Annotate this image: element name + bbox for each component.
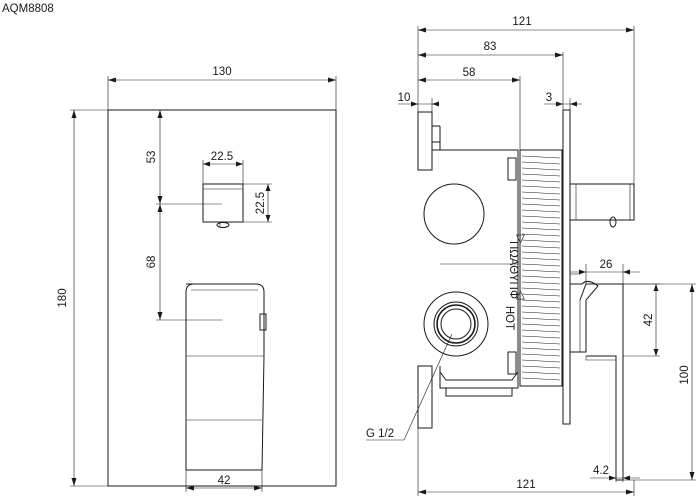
thread-line [521, 317, 561, 321]
dim-lever-projection-label: 26 [600, 259, 613, 271]
dim-lever-projection: 26 [570, 259, 640, 284]
front-wall-plate [107, 109, 337, 487]
inlet-thread-callout: G 1/2 [366, 333, 453, 441]
upper-port-circle [423, 183, 485, 245]
thread-line [521, 257, 561, 261]
thread-line [521, 377, 561, 381]
thread-line [521, 185, 561, 189]
inlet-port [423, 291, 489, 357]
thread-line [521, 161, 561, 165]
dim-handle-spacing-label: 68 [146, 256, 158, 269]
dim-offset-3-label: 3 [546, 92, 552, 104]
dim-depth-58-label: 58 [463, 67, 476, 79]
model-code: AQM8808 [2, 3, 54, 15]
dim-knob-width: 22.5 [202, 151, 244, 184]
dim-lever-height-label: 42 [643, 314, 655, 327]
thread-line [521, 281, 561, 285]
dim-lever-length-label: 100 [679, 365, 691, 384]
dim-depth-83-label: 83 [484, 41, 497, 53]
thread-line [521, 233, 561, 237]
threaded-cartridge [519, 149, 563, 387]
dim-lever-height: 42 [623, 283, 660, 357]
side-lever-handle [570, 273, 624, 481]
thread-line [521, 191, 561, 195]
side-wall-plate [562, 109, 571, 425]
thread-line [521, 329, 561, 333]
thread-line [521, 365, 561, 369]
dim-lever-length: 100 [623, 283, 696, 481]
dim-knob-height-label: 22.5 [255, 192, 267, 214]
thread-line [521, 245, 561, 249]
thread-line [521, 341, 561, 345]
dim-plate-thickness-label: 4.2 [593, 465, 609, 477]
thread-line [521, 263, 561, 267]
thread-line [521, 227, 561, 231]
dim-top-chain: 121 83 58 10 3 [398, 16, 635, 184]
thread-line [521, 353, 561, 357]
inlet-thread-label: G 1/2 [366, 428, 394, 440]
thread-line [521, 305, 561, 309]
thread-line [521, 269, 561, 273]
thread-line [521, 221, 561, 225]
dim-overall-depth-bottom-label: 121 [516, 479, 535, 491]
thread-line [521, 293, 561, 297]
front-lever-handle [185, 283, 267, 471]
thread-line [521, 299, 561, 303]
thread-line [521, 251, 561, 255]
thread-line [521, 215, 561, 219]
front-view: 130 180 53 68 [57, 66, 337, 492]
dim-plate-width: 130 [107, 66, 337, 110]
dim-lever-width: 42 [185, 470, 263, 492]
dim-lever-width-label: 42 [218, 475, 231, 487]
thread-line [521, 323, 561, 327]
thread-line [521, 167, 561, 171]
body-label-rotated: ΠΩΑΘΥΠΦ [507, 241, 519, 299]
dim-offset-10-label: 10 [398, 92, 411, 104]
body-marker-a: ▽ [516, 233, 526, 245]
dim-plate-width-label: 130 [212, 66, 231, 78]
dim-knob-width-label: 22.5 [211, 151, 233, 163]
body-label-hot: HOT [503, 306, 515, 330]
dim-knob-height: 22.5 [243, 183, 272, 223]
thread-lines [521, 155, 561, 381]
thread-line [521, 239, 561, 243]
thread-line [521, 359, 561, 363]
thread-line [521, 197, 561, 201]
thread-line [521, 287, 561, 291]
dim-handle-chain: 53 68 [146, 110, 222, 321]
thread-line [521, 209, 561, 213]
dim-plate-thickness: 4.2 [590, 460, 640, 482]
thread-line [521, 371, 561, 375]
dim-overall-depth-top-label: 121 [512, 16, 531, 28]
front-diverter-knob [202, 183, 244, 228]
side-mixer-body: HOT ΠΩΑΘΥΠΦ ▽ △ [417, 111, 526, 429]
dim-plate-height-label: 180 [57, 288, 69, 307]
thread-line [521, 275, 561, 279]
dim-overall-depth-bottom: 121 [417, 428, 635, 496]
side-diverter-knob [569, 183, 635, 228]
thread-line [521, 311, 561, 315]
thread-line [521, 173, 561, 177]
thread-line [521, 155, 561, 159]
dim-offset-top-label: 53 [146, 151, 158, 164]
thread-line [521, 179, 561, 183]
thread-line [521, 203, 561, 207]
dim-plate-height: 180 [57, 109, 108, 487]
body-marker-b: △ [516, 289, 526, 301]
thread-line [521, 347, 561, 351]
side-view: 121 83 58 10 3 [366, 16, 696, 496]
thread-line [521, 335, 561, 339]
